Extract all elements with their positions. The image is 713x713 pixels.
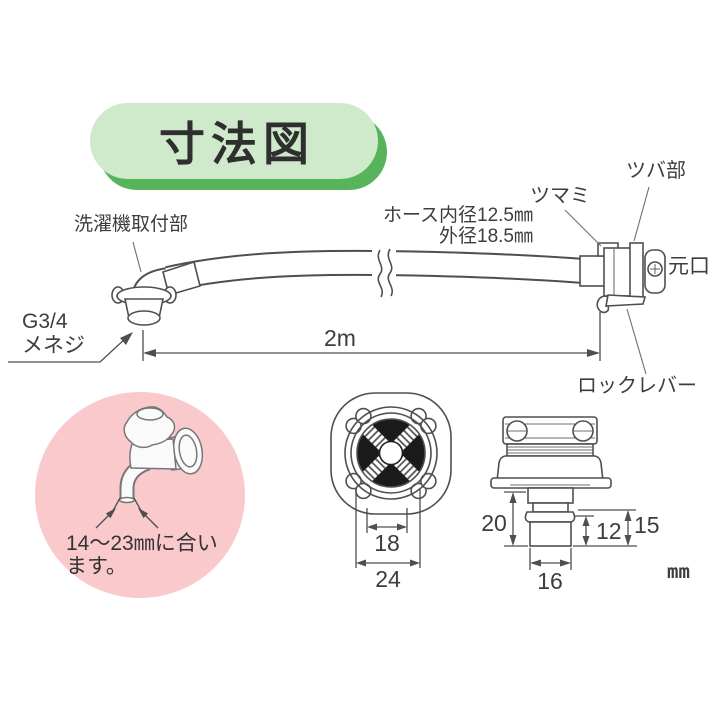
dim-20: 20 — [481, 510, 507, 536]
hose-inner-diameter-label: ホース内径12.5㎜ — [382, 205, 533, 226]
coupling-side-view: 20 12 15 16 mm — [481, 416, 690, 594]
faucet-note-line1: 14〜23㎜に合い — [66, 532, 218, 555]
outlet-label: 元口 — [668, 255, 710, 278]
hose-assembly — [111, 242, 666, 326]
knob-label: ツマミ — [530, 185, 590, 207]
faucet-illustration — [95, 406, 204, 529]
attach-label: 洗濯機取付部 — [74, 214, 189, 235]
dim-15: 15 — [634, 512, 660, 538]
thread-label-line2: メネジ — [22, 334, 85, 357]
dim-16: 16 — [537, 568, 563, 594]
unit-label: mm — [667, 561, 690, 583]
bottom-view-dimensions: 18 24 — [355, 489, 421, 592]
faucet-note-line2: ます。 — [66, 555, 127, 578]
hose-outer-diameter-label: 外径18.5㎜ — [439, 226, 533, 247]
title-badge: 寸法図 — [90, 103, 378, 179]
hose-break-symbol — [372, 248, 396, 298]
side-view-dimensions: 20 12 15 16 mm — [481, 491, 690, 594]
leader-lines — [132, 186, 650, 375]
dim-12: 12 — [596, 518, 622, 544]
lock-lever-label: ロックレバー — [577, 375, 697, 397]
right-connector — [579, 242, 666, 314]
left-connector-nut — [111, 286, 177, 326]
flange-label: ツバ部 — [626, 160, 686, 182]
dim-18: 18 — [374, 530, 400, 556]
thread-pointer — [8, 332, 133, 363]
flange-part — [629, 242, 644, 302]
dim-24: 24 — [375, 566, 401, 592]
hose-length-label: 2m — [324, 325, 356, 351]
length-dimension — [142, 312, 601, 361]
faucet-spout-tip — [118, 496, 136, 504]
coupling-bottom-view: 18 24 — [330, 392, 452, 592]
spout-measure-arrows — [95, 497, 159, 529]
thread-label-line1: G3/4 — [22, 310, 68, 333]
screw-icon — [647, 261, 663, 277]
